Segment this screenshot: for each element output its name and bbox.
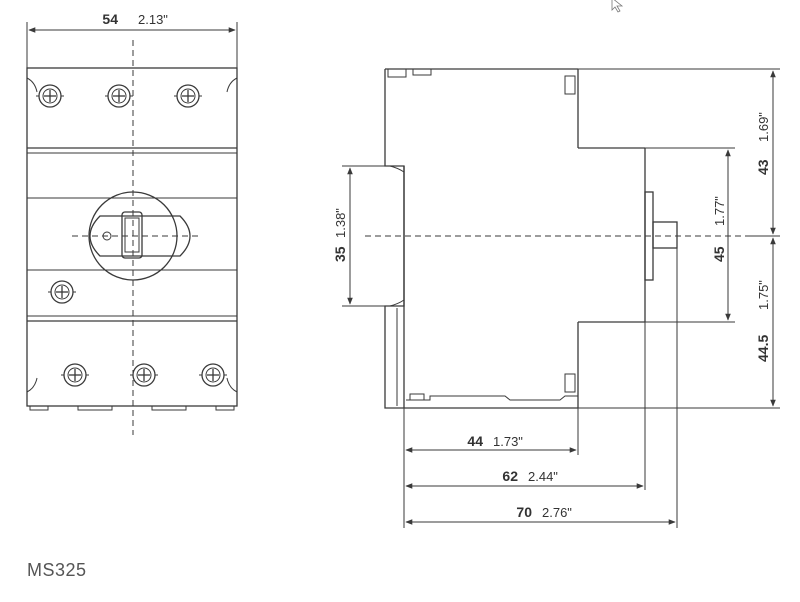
mouse-cursor-icon <box>611 0 624 13</box>
depth-1-in-label: 1.73" <box>493 434 523 449</box>
body-half-mm-label: 45 <box>711 246 727 262</box>
din-in-label: 1.38" <box>333 208 348 238</box>
model-label: MS325 <box>27 560 87 580</box>
terminal-screw-icon <box>104 84 134 108</box>
front-view: 54 2.13" <box>26 11 238 435</box>
aux-screw-icon <box>47 280 77 304</box>
terminal-screw-icon <box>173 84 203 108</box>
depth-1-mm-label: 44 <box>467 433 483 449</box>
width-mm-label: 54 <box>102 11 118 27</box>
depth-3-in-label: 2.76" <box>542 505 572 520</box>
depth-2-in-label: 2.44" <box>528 469 558 484</box>
depth-2-mm-label: 62 <box>502 468 518 484</box>
din-mm-label: 35 <box>332 246 348 262</box>
width-in-label: 2.13" <box>138 12 168 27</box>
side-view: 35 1.38" 43 1.69" 44.5 1.75" 45 1.77" 44… <box>332 68 780 528</box>
terminal-screw-icon <box>198 363 228 387</box>
top-half-in-label: 1.69" <box>756 112 771 142</box>
front-body-outline <box>26 67 238 407</box>
bottom-half-in-label: 1.75" <box>756 280 771 310</box>
terminal-screw-icon <box>60 363 90 387</box>
bottom-half-mm-label: 44.5 <box>755 335 771 362</box>
top-half-mm-label: 43 <box>755 159 771 175</box>
terminal-screw-icon <box>129 363 159 387</box>
terminal-screw-icon <box>35 84 65 108</box>
depth-3-mm-label: 70 <box>516 504 532 520</box>
body-half-in-label: 1.77" <box>712 196 727 226</box>
